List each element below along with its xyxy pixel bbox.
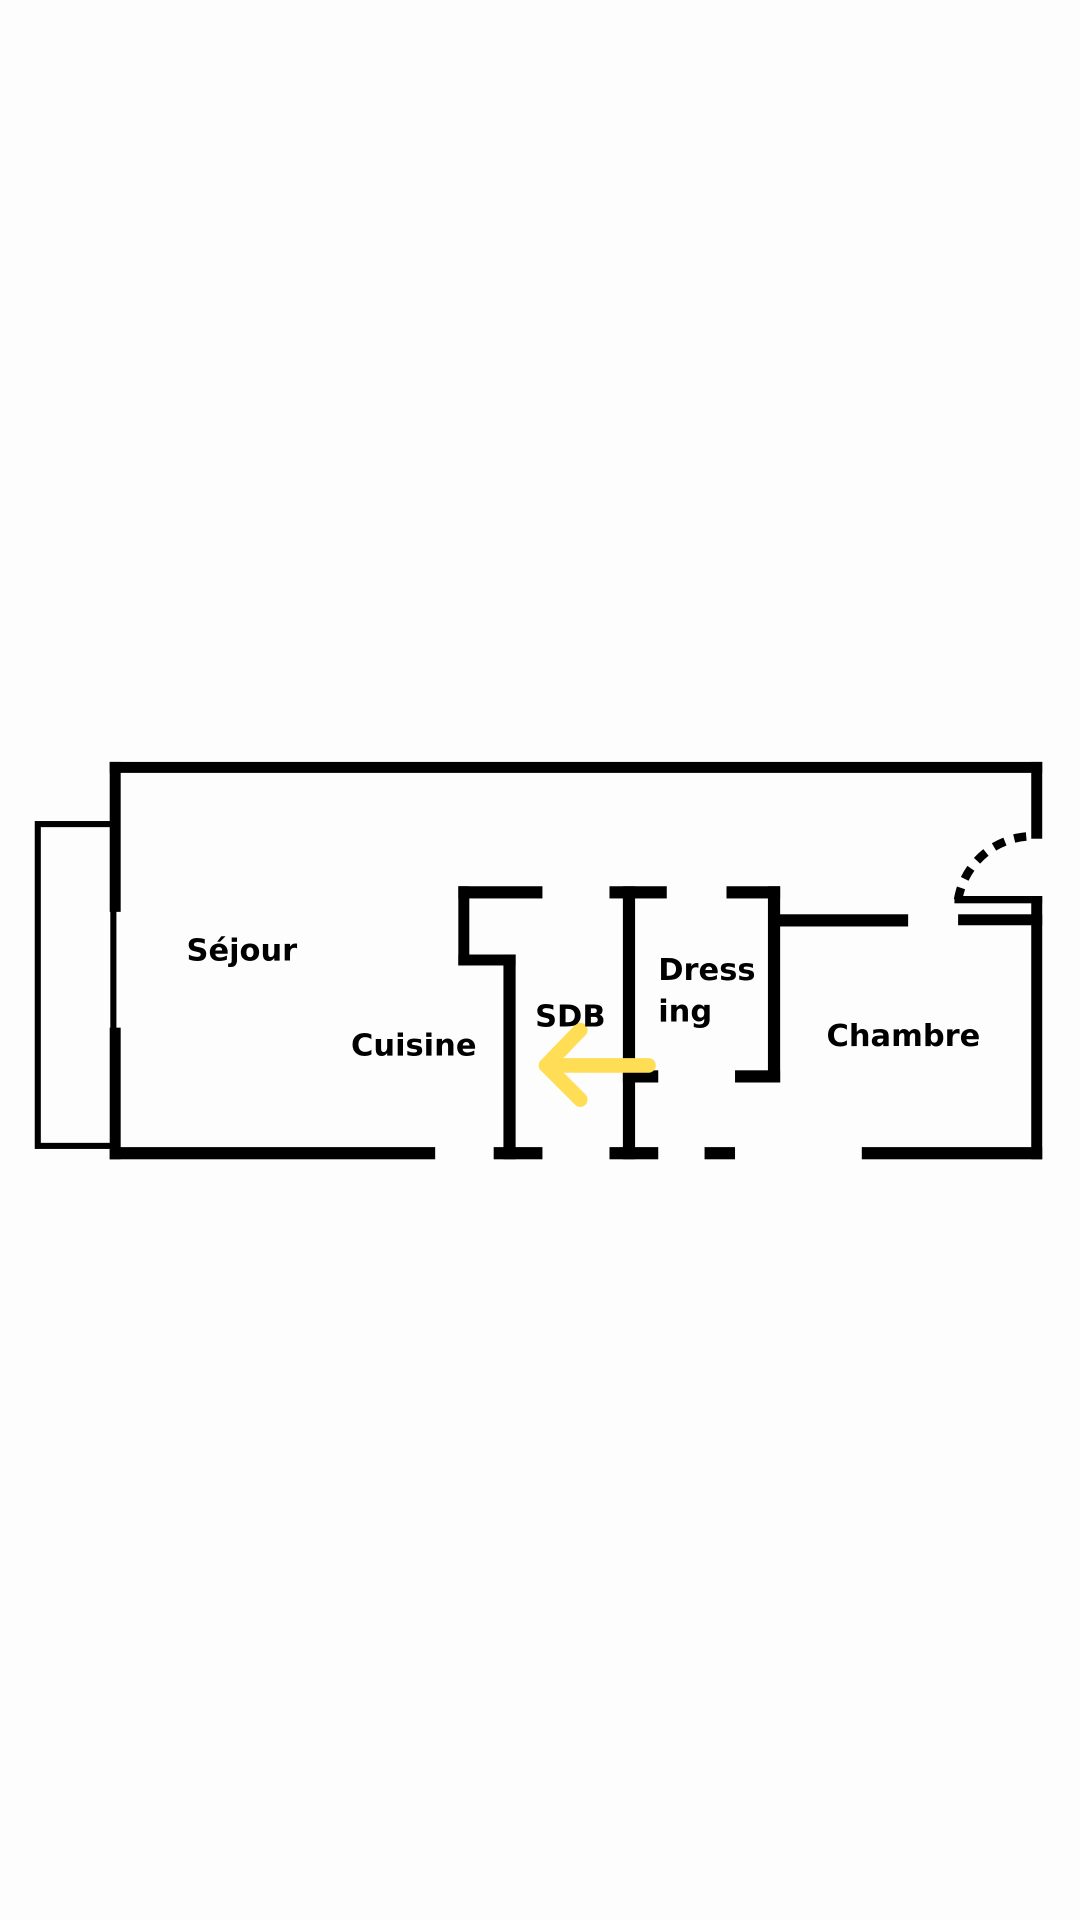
sdb-right-wall [622,886,636,1160]
sdb-left-wall [503,954,516,1160]
room-label-dressing-line2: ing [658,995,712,1030]
cuisine-top-wall [458,886,543,899]
right-wall-upper [1031,761,1043,839]
bottom-wall-5 [861,1147,1043,1160]
room-label-cuisine: Cuisine [351,1029,476,1064]
room-label-chambre: Chambre [826,1019,980,1054]
right-wall-lower [1031,896,1043,1160]
room-label-sejour: Séjour [187,934,298,969]
bottom-wall-2 [493,1147,543,1160]
walls [109,761,1043,1160]
bottom-wall-1 [109,1147,436,1160]
sdb-top-wall [609,886,667,899]
chambre-top-wall [770,914,909,927]
room-label-dressing-line1: Dress [658,953,755,988]
cuisine-step-wall [458,954,516,966]
top-wall [109,761,1043,773]
room-label-sdb: SDB [535,999,605,1034]
bottom-wall-4 [704,1147,736,1160]
dressing-stub-wall [735,1070,781,1083]
dressing-right-wall [767,886,781,1083]
balcony-outline [34,821,117,1149]
chambre-window-line-2 [958,914,1043,926]
chambre-window-line-1 [954,896,1043,904]
dressing-top-wall [726,886,781,899]
direction-arrow-icon [538,1022,656,1107]
sdb-stub-wall [622,1070,659,1083]
cuisine-left-wall [458,886,470,966]
door-swing-arc [953,832,1034,901]
